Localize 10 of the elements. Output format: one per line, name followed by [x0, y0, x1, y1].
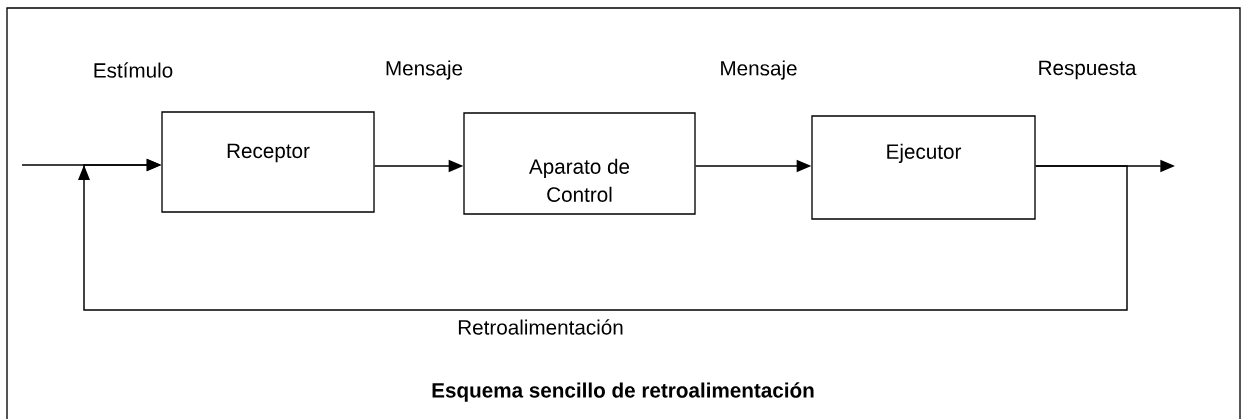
edge-label: Estímulo	[94, 62, 173, 78]
arrow	[78, 158, 1128, 311]
edge-label: Retroalimentación	[458, 319, 623, 335]
process-box: Receptor	[161, 111, 375, 213]
edge-label: Mensaje	[721, 60, 797, 80]
process-box: Ejecutor	[811, 115, 1036, 220]
edge-label: Mensaje	[386, 60, 463, 80]
edge-label: Respuesta	[1039, 60, 1137, 80]
process-box: Aparato de Control	[463, 112, 696, 215]
caption: Esquema sencillo de retroalimentación	[432, 382, 814, 402]
